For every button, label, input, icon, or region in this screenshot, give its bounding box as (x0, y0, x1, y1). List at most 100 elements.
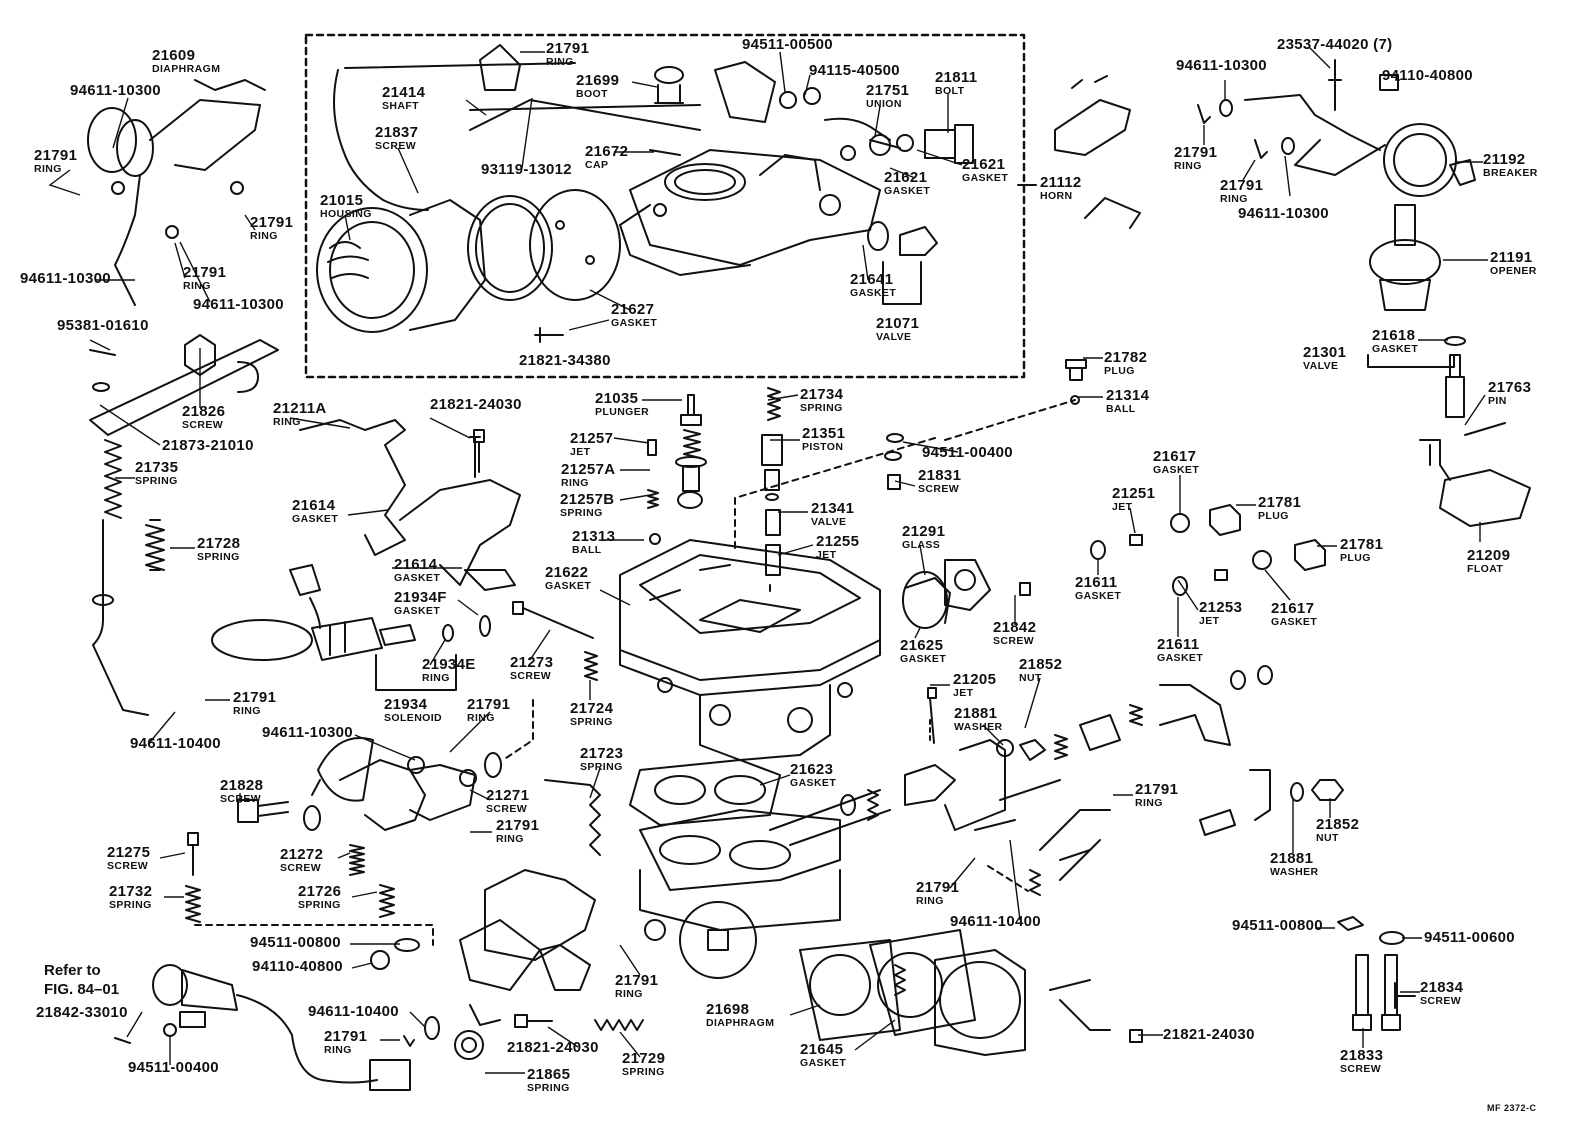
part-number: 21735 (135, 459, 179, 476)
part-name: RING (615, 988, 643, 1000)
screw-21821-24030-a (473, 429, 485, 473)
air-horn-group-box (304, 33, 1026, 379)
part-name: SPRING (622, 1066, 665, 1078)
callout-94611-10300-b: 94611-10300 (20, 271, 111, 286)
spring-21726 (379, 884, 395, 918)
part-name: DIAPHRAGM (706, 1017, 775, 1029)
callout-94611-10400-c: 94611-10400 (308, 1004, 399, 1019)
spring-21865 (454, 1030, 484, 1060)
callout-94611-10400-b: 94611-10400 (950, 914, 1041, 929)
part-name: SPRING (580, 761, 623, 773)
spring-21728 (145, 519, 165, 571)
part-number: 21645 (800, 1041, 844, 1058)
part-number: 21791 (467, 696, 511, 713)
part-name: BOOT (576, 88, 608, 100)
part-name: SPRING (298, 899, 341, 911)
part-number: 21791 (34, 147, 78, 164)
part-number: 21791 (1174, 144, 1218, 161)
part-name: GASKET (1372, 343, 1419, 355)
part-number: 21791 (183, 264, 227, 281)
part-number: 21211A (273, 400, 327, 417)
part-number: 21782 (1104, 349, 1148, 366)
part-name: GASKET (1153, 464, 1200, 476)
callout-94511-00600: 94511-00600 (1424, 930, 1515, 945)
part-number: 21734 (800, 386, 844, 403)
part-number: 94611-10300 (70, 82, 161, 99)
part-name: OPENER (1490, 265, 1537, 277)
part-number: 21865 (527, 1066, 571, 1083)
part-number: 21791 (916, 879, 960, 896)
callout-93119-13012: 93119-13012 (481, 162, 572, 177)
fuel-cut-solenoid-part (114, 964, 411, 1091)
choke-housing-part (316, 189, 621, 333)
float-part (1419, 439, 1531, 527)
part-number: 21834 (1420, 979, 1464, 996)
part-number: 21763 (1488, 379, 1532, 396)
part-name: RING (422, 672, 450, 684)
part-number: 21609 (152, 47, 196, 64)
part-number: 21271 (486, 787, 530, 804)
spring-bottom-right (1029, 849, 1091, 896)
bushing-right (1199, 809, 1236, 836)
part-number: 21821-24030 (507, 1039, 599, 1056)
part-number: 21826 (182, 403, 226, 420)
spring-21735 (104, 439, 122, 519)
screw-21821-24030-b (514, 1014, 553, 1028)
reference-note: Refer to FIG. 84–01 (44, 961, 119, 999)
plunger-part (675, 394, 707, 509)
part-number: 21112 (1040, 174, 1082, 191)
part-name: BALL (1106, 403, 1136, 415)
part-number: 21257A (561, 461, 616, 478)
part-number: 21617 (1153, 448, 1197, 465)
lever-right (1039, 809, 1111, 881)
part-name: RING (496, 833, 524, 845)
callout-23537-44020: 23537-44020 (7) (1277, 37, 1392, 52)
part-name: SCREW (486, 803, 528, 815)
part-number: 21623 (790, 761, 834, 778)
part-number: 94511-00600 (1424, 929, 1515, 946)
part-name: JET (953, 687, 974, 699)
part-number: 21621 (884, 169, 928, 186)
part-number: 21831 (918, 467, 962, 484)
part-name: BOLT (935, 85, 965, 97)
part-name: BALL (572, 544, 602, 556)
part-name: WASHER (1270, 866, 1319, 878)
ball-21314 (1070, 395, 1080, 405)
ring-21791-m (403, 1035, 415, 1047)
throttle-body-part (459, 809, 841, 1026)
part-number: 21205 (953, 671, 997, 688)
dashed-guide-right (944, 399, 1076, 441)
part-name: RING (34, 163, 62, 175)
pin-21763 (1464, 422, 1506, 436)
bracket-bottom-right (1049, 979, 1111, 1031)
screw-21821-24030-c (1129, 1029, 1143, 1043)
part-number: 94511-00800 (250, 934, 341, 951)
part-number: 94110-40800 (252, 958, 343, 975)
part-number: 21621 (962, 156, 1006, 173)
choke-breaker-part (1197, 59, 1476, 197)
part-number: 21301 (1303, 344, 1347, 361)
callout-21821-24030-b: 21821-24030 (507, 1040, 599, 1055)
shaft-and-linkage-part (333, 44, 974, 343)
part-number: 21672 (585, 143, 629, 160)
